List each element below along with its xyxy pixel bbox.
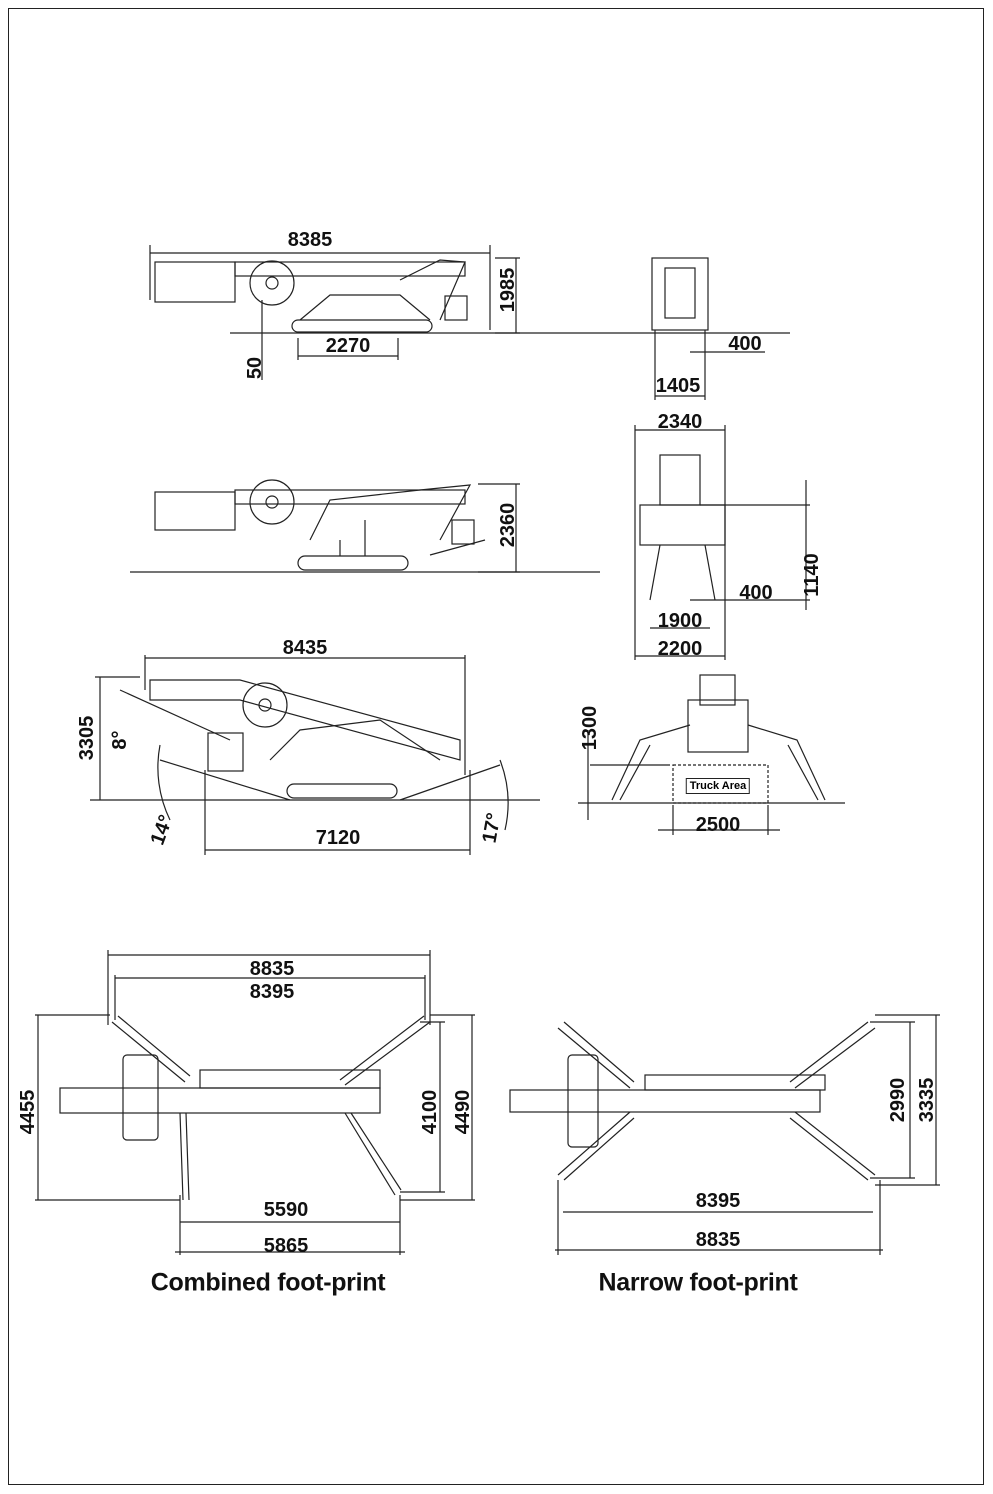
- dim-narrow-outer-length: 8835: [695, 1229, 741, 1251]
- truck-area-label: Truck Area: [685, 778, 751, 794]
- dim-boom-angle: 8°: [109, 730, 131, 750]
- dim-truck-width: 2500: [695, 814, 741, 836]
- dim-inner-width-raised: 1900: [657, 610, 703, 632]
- dim-combined-inner-width: 4100: [419, 1089, 441, 1135]
- combined-footprint-caption: Combined foot-print: [150, 1268, 386, 1297]
- dim-narrow-inner-length: 8395: [695, 1190, 741, 1212]
- side-view-stowed-drawing: [149, 245, 790, 400]
- dim-front-width-stowed: 1405: [655, 375, 701, 397]
- dim-height-raised: 2360: [497, 502, 519, 548]
- dim-combined-outer-length: 8835: [249, 958, 295, 980]
- dim-ground-clearance: 50: [244, 356, 266, 380]
- dim-front-offset-stowed: 400: [728, 333, 762, 355]
- dim-height-stowed: 1985: [497, 267, 519, 313]
- dim-track-length: 2270: [325, 335, 371, 357]
- dim-top-width: 2340: [657, 411, 703, 433]
- dim-overall-length-stowed: 8385: [287, 229, 333, 251]
- side-view-extended-drawing: [90, 655, 845, 855]
- dim-truck-height: 1300: [579, 705, 601, 751]
- dim-front-angle: 17°: [478, 811, 506, 845]
- dim-narrow-outer-width: 3335: [916, 1077, 938, 1123]
- side-view-raised-drawing: [130, 425, 810, 660]
- dim-overall-length-extended: 8435: [282, 637, 328, 659]
- dim-height-extended: 3305: [76, 715, 98, 761]
- dim-outrigger-span: 7120: [315, 827, 361, 849]
- dim-narrow-inner-width: 2990: [887, 1077, 909, 1123]
- dim-front-offset-raised: 400: [739, 582, 773, 604]
- dim-combined-inner-length: 8395: [249, 981, 295, 1003]
- dim-combined-overall-width: 4455: [17, 1089, 39, 1135]
- combined-footprint-drawing: [35, 950, 475, 1255]
- narrow-footprint-caption: Narrow foot-print: [598, 1268, 798, 1297]
- dim-combined-outer-width: 4490: [452, 1089, 474, 1135]
- dim-combined-long-span: 5865: [263, 1235, 309, 1257]
- dim-front-height-raised: 1140: [801, 553, 823, 597]
- drawing-frame: [8, 8, 984, 1485]
- dim-combined-short-span: 5590: [263, 1199, 309, 1221]
- dim-outer-width-raised: 2200: [657, 638, 703, 660]
- narrow-footprint-drawing: [509, 1014, 940, 1255]
